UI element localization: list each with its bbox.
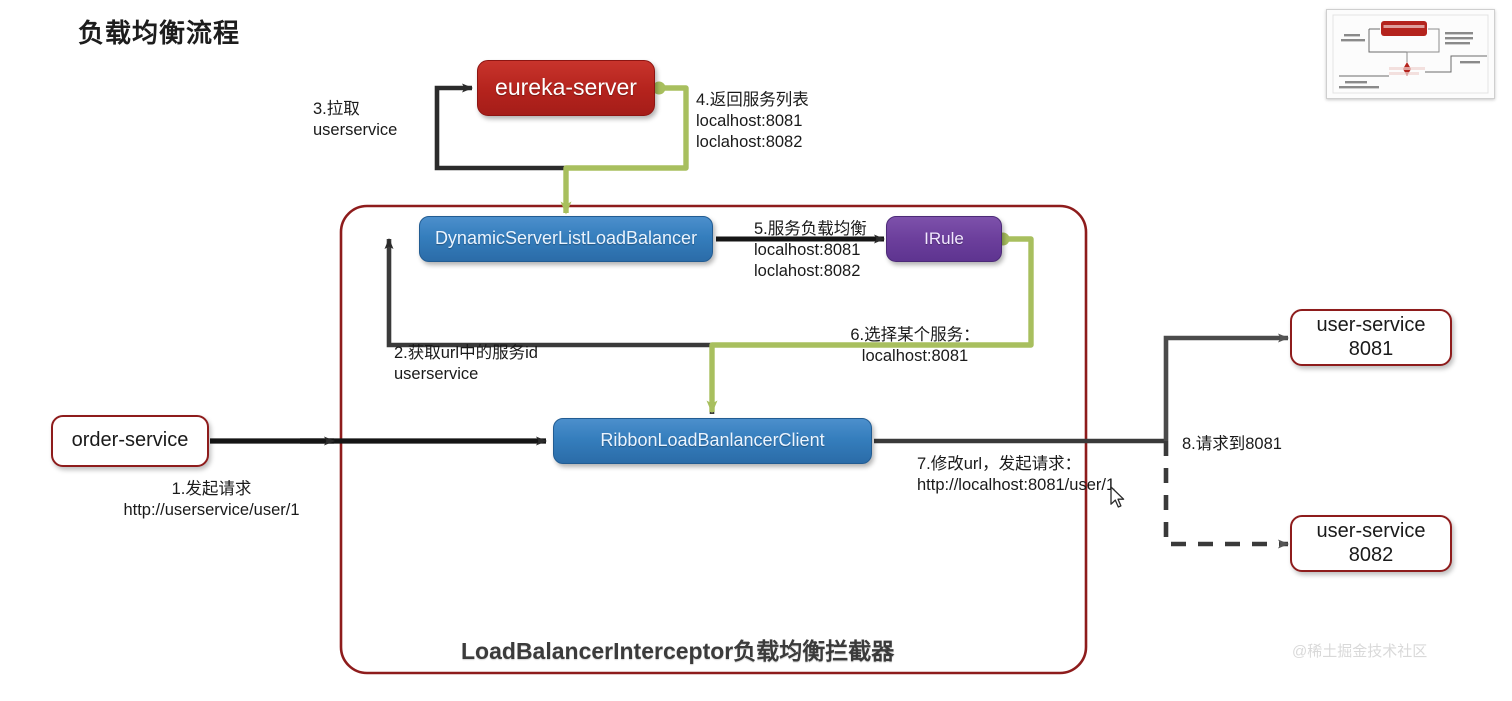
step-1-label: 1.发起请求 http://userservice/user/1: [123, 480, 300, 520]
node-ribbon-load-balancer-client[interactable]: RibbonLoadBanlancerClient: [553, 418, 872, 464]
node-eureka-server[interactable]: eureka-server: [477, 60, 655, 116]
step-4-label: 4.返回服务列表 localhost:8081 loclahost:8082: [696, 91, 809, 152]
step-7-label: 7.修改url，发起请求： http://localhost:8081/user…: [917, 455, 1116, 495]
step-3-label: 3.拉取 userservice: [313, 100, 398, 140]
arrow-step-4: [560, 85, 689, 215]
watermark: @稀土掘金技术社区: [1292, 643, 1428, 660]
page-title: 负载均衡流程: [78, 18, 241, 48]
node-irule[interactable]: IRule: [886, 216, 1002, 262]
container-label: LoadBalancerInterceptor负载均衡拦截器: [461, 638, 895, 664]
step-8-label: 8.请求到8081: [1182, 435, 1282, 453]
arrow-step-2: [384, 238, 715, 414]
arrow-step-4-origin-dot: [652, 81, 666, 95]
node-user-service-8081[interactable]: user-service 8081: [1290, 309, 1452, 366]
node-order-service[interactable]: order-service: [51, 415, 209, 467]
arrow-step-8-to-8081: [1163, 333, 1289, 441]
arrow-step-8-to-8082: [1163, 441, 1289, 549]
node-user-service-8082[interactable]: user-service 8082: [1290, 515, 1452, 572]
thumbnail-image: [1327, 10, 1494, 98]
node-dynamic-server-list-load-balancer[interactable]: DynamicServerListLoadBalancer: [419, 216, 713, 262]
step-5-label: 5.服务负载均衡 localhost:8081 loclahost:8082: [754, 220, 867, 281]
step-6-label: 6.选择某个服务： localhost:8081: [850, 326, 980, 366]
arrow-step-3: [434, 83, 684, 171]
step-2-label: 2.获取url中的服务id userservice: [394, 344, 538, 384]
arrow-step-6: [706, 236, 1034, 414]
diagram-thumbnail-preview[interactable]: [1326, 9, 1495, 99]
mouse-cursor-icon: [1110, 486, 1125, 508]
